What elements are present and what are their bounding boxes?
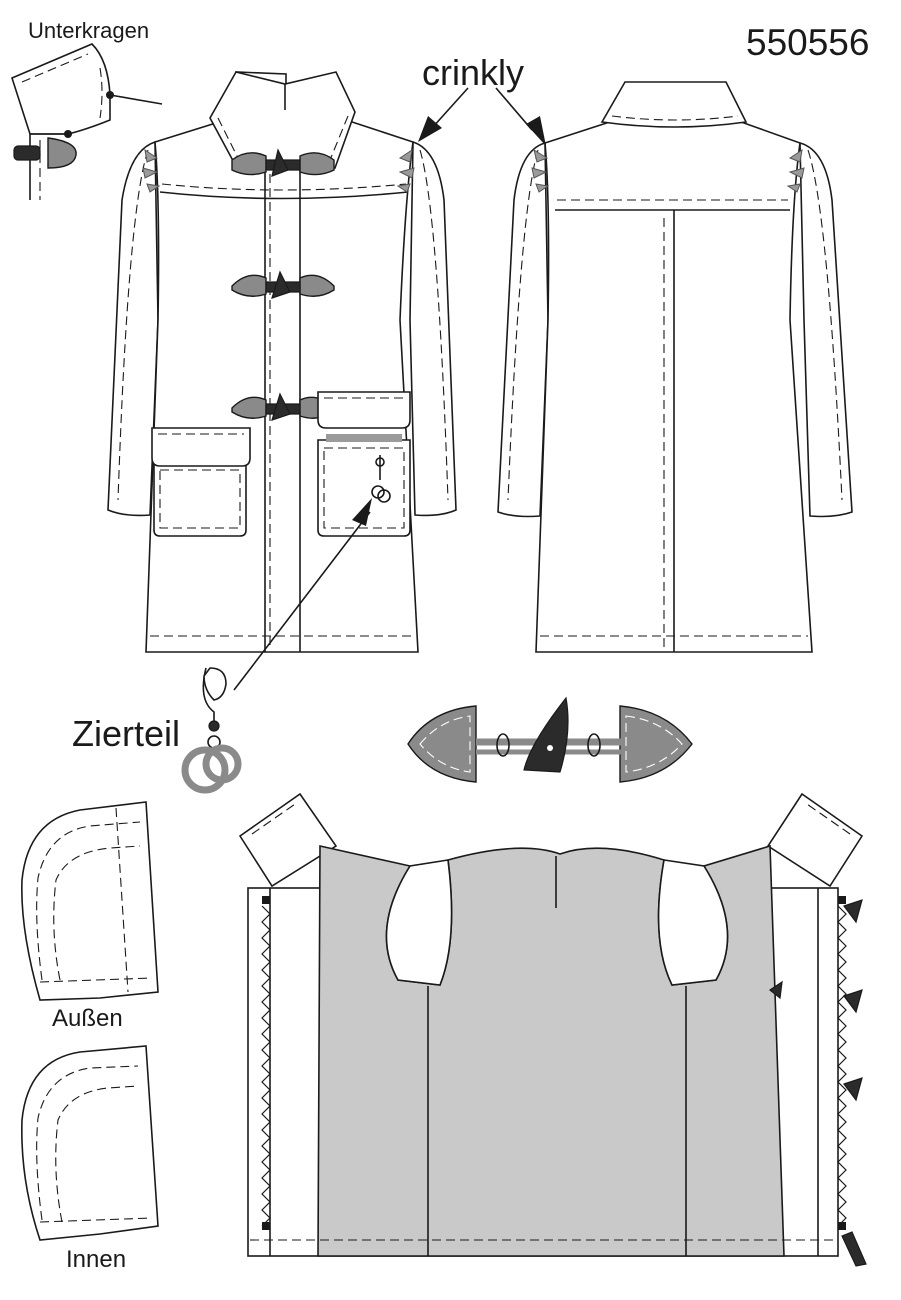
innen-label: Innen [66,1246,127,1273]
coat-inside-view [238,792,867,1267]
zierteil-charm [181,667,242,794]
crinkly-label: crinkly [422,52,525,93]
coat-front-view [107,71,457,691]
zierteil-label: Zierteil [72,713,181,754]
sleeve-piece-aussen [21,801,159,1001]
crinkly-arrows [418,87,546,146]
pattern-number: 550556 [746,22,870,63]
sleeve-piece-innen [21,1045,159,1241]
toggle-front-2 [231,270,335,299]
unterkragen-label: Unterkragen [28,18,150,43]
toggle-front-3 [231,392,333,421]
coat-back-view [497,81,853,653]
toggle-closure-detail [407,696,693,783]
aussen-label: Außen [52,1005,123,1032]
toggle-front-1 [231,148,335,177]
undercollar-detail [11,43,163,200]
